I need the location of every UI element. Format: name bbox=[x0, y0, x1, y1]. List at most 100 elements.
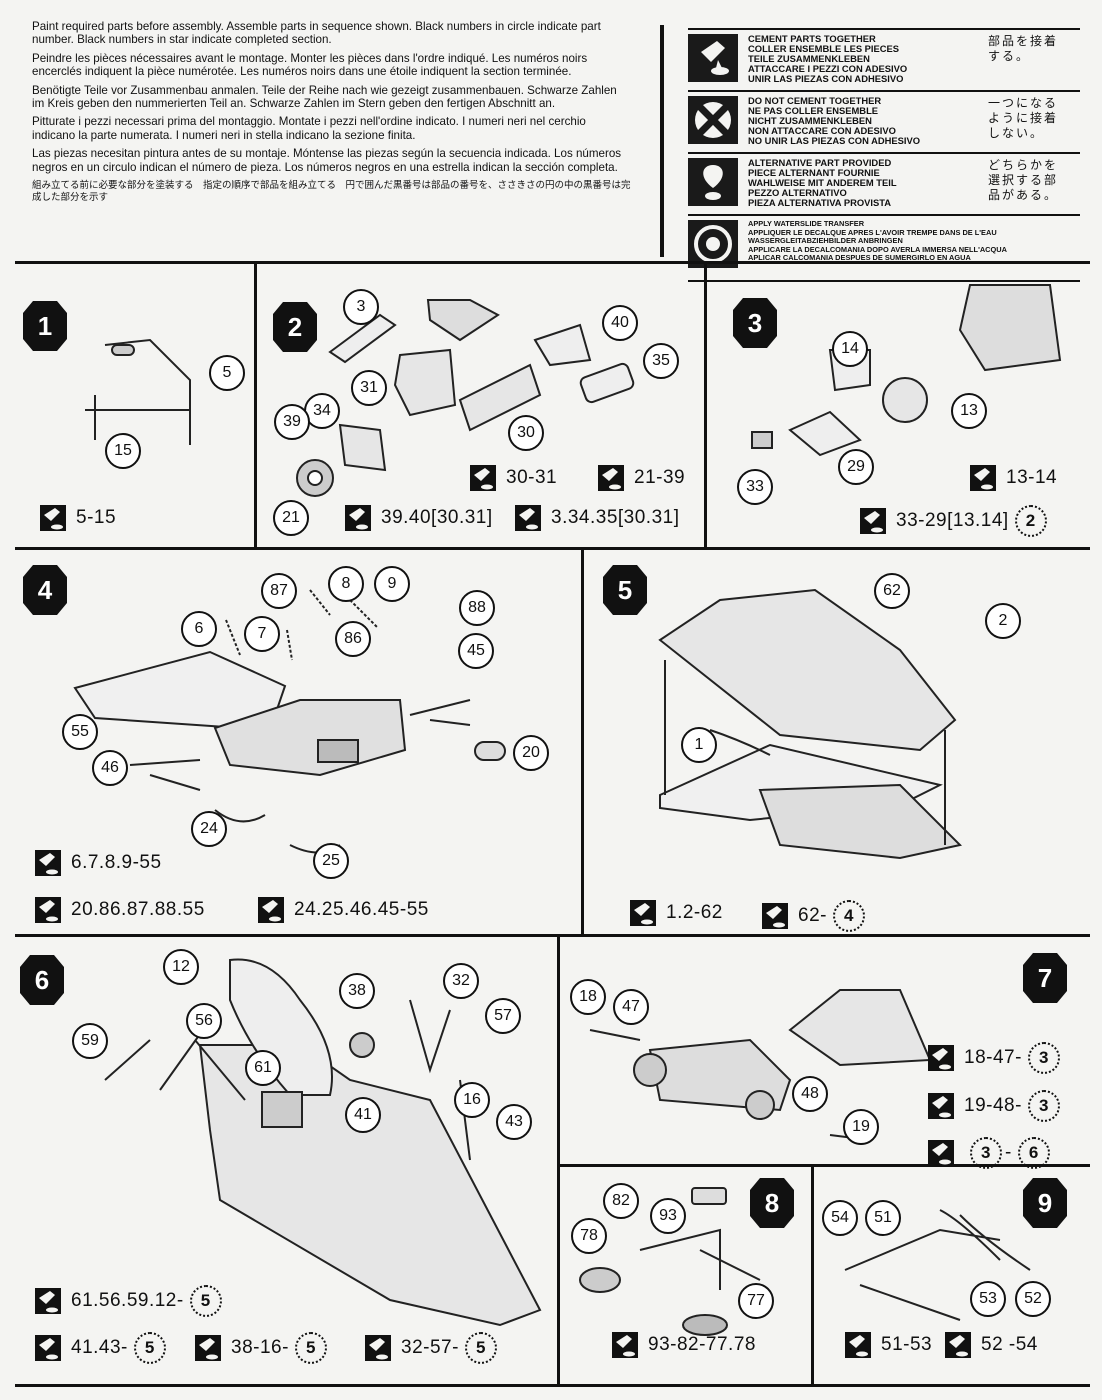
alternative-part-icon bbox=[688, 158, 738, 206]
part-callout: 12 bbox=[163, 949, 199, 985]
part-callout: 56 bbox=[186, 1003, 222, 1039]
step-badge-2: 2 bbox=[273, 302, 317, 352]
legend-text: TEILE ZUSAMMENKLEBEN bbox=[748, 53, 870, 64]
cement-instruction: 61.56.59.12-5 bbox=[35, 1285, 222, 1317]
part-callout: 46 bbox=[92, 750, 128, 786]
cement-label: 32-57- bbox=[401, 1337, 459, 1358]
panel-border bbox=[557, 935, 560, 1385]
step-badge-7: 7 bbox=[1023, 953, 1067, 1003]
part-callout: 45 bbox=[458, 633, 494, 669]
part-callout: 21 bbox=[273, 500, 309, 536]
divider bbox=[660, 25, 664, 257]
part-callout: 5 bbox=[209, 355, 245, 391]
legend-text: PEZZO ALTERNATIVO bbox=[748, 187, 847, 198]
step-badge-4: 4 bbox=[23, 565, 67, 615]
part-callout: 14 bbox=[832, 331, 868, 367]
cement-label: 3.34.35[30.31] bbox=[551, 507, 680, 528]
legend-text: APPLICARE LA DECALCOMANIA DOPO AVERLA IM… bbox=[748, 244, 1007, 254]
part-callout: 82 bbox=[603, 1183, 639, 1219]
instructions-ja: 組み立てる前に必要な部分を塗装する 指定の順序で部品を組み立てる 円で囲んだ黒番… bbox=[32, 180, 631, 204]
cement-instruction: 52 -54 bbox=[945, 1332, 1038, 1358]
cement-icon bbox=[35, 850, 61, 876]
part-callout: 86 bbox=[335, 621, 371, 657]
part-callout: 51 bbox=[865, 1200, 901, 1236]
completed-section-star: 5 bbox=[189, 1285, 222, 1317]
legend-text: NICHT ZUSAMMENKLEBEN bbox=[748, 115, 872, 126]
part-callout: 18 bbox=[570, 979, 606, 1015]
step-badge-8: 8 bbox=[750, 1178, 794, 1228]
completed-section-star: 3 bbox=[1027, 1042, 1060, 1074]
cement-instruction: 1.2-62 bbox=[630, 900, 723, 926]
instructions-de: Benötigte Teile vor Zusammenbau anmalen.… bbox=[32, 83, 617, 111]
part-callout: 20 bbox=[513, 735, 549, 771]
panel-border bbox=[254, 262, 257, 548]
part-callout: 31 bbox=[351, 370, 387, 406]
cement-label: 5-15 bbox=[76, 507, 117, 528]
cement-icon bbox=[195, 1335, 221, 1361]
completed-section-star: 6 bbox=[1017, 1137, 1050, 1169]
cement-icon bbox=[860, 508, 886, 534]
cement-label: 41.43- bbox=[71, 1337, 128, 1358]
legend-ja: どちらかを選択する部品がある。 bbox=[988, 158, 1059, 202]
part-callout: 57 bbox=[485, 998, 521, 1034]
part-callout: 6 bbox=[181, 611, 217, 647]
panel-border bbox=[811, 1165, 814, 1385]
panel-border bbox=[15, 547, 1090, 550]
completed-section-star: 3 bbox=[970, 1137, 1002, 1169]
cement-label: 1.2-62 bbox=[666, 902, 723, 923]
legend-ja: 一つになるように接着しない。 bbox=[988, 96, 1059, 140]
cement-icon bbox=[515, 505, 541, 531]
legend-text: WASSERGLEITABZIEHBILDER ANBRINGEN bbox=[748, 236, 903, 246]
cement-icon bbox=[928, 1093, 954, 1119]
legend-text: PIEZA ALTERNATIVA PROVISTA bbox=[748, 197, 892, 208]
part-callout: 61 bbox=[245, 1050, 281, 1086]
step3-drawing bbox=[751, 284, 1062, 457]
cement-icon bbox=[928, 1140, 954, 1166]
part-callout: 25 bbox=[313, 843, 349, 879]
cement-label: 20.86.87.88.55 bbox=[71, 899, 205, 920]
cement-icon bbox=[945, 1332, 971, 1358]
legend-text: DO NOT CEMENT TOGETHER bbox=[748, 95, 882, 106]
part-callout: 52 bbox=[1015, 1281, 1051, 1317]
cement-icon bbox=[258, 897, 284, 923]
completed-section-star: 5 bbox=[294, 1332, 327, 1364]
cement-icon bbox=[630, 900, 656, 926]
instructions-en: Paint required parts before assembly. As… bbox=[32, 20, 601, 47]
panel-border bbox=[581, 548, 584, 935]
cement-icon bbox=[35, 1288, 61, 1314]
part-callout: 16 bbox=[454, 1082, 490, 1118]
step8-drawing bbox=[579, 1187, 761, 1336]
part-callout: 93 bbox=[650, 1198, 686, 1234]
part-callout: 15 bbox=[105, 433, 141, 469]
cement-label: 24.25.46.45-55 bbox=[294, 899, 429, 920]
cement-label: 51-53 bbox=[881, 1334, 933, 1355]
cement-icon bbox=[365, 1335, 391, 1361]
legend-ja: 部品を接着する。 bbox=[988, 34, 1059, 63]
cement-instruction: 18-47-3 bbox=[928, 1042, 1060, 1074]
legend-text: COLLER ENSEMBLE LES PIECES bbox=[748, 43, 900, 54]
completed-section-star: 3 bbox=[1027, 1090, 1060, 1122]
cement-instruction: 51-53 bbox=[845, 1332, 932, 1358]
legend-text: ATTACCARE I PEZZI CON ADESIVO bbox=[748, 63, 908, 74]
step-badge-6: 6 bbox=[20, 955, 64, 1005]
cement-instruction: 24.25.46.45-55 bbox=[258, 897, 429, 923]
part-callout: 78 bbox=[571, 1218, 607, 1254]
part-callout: 33 bbox=[737, 469, 773, 505]
cement-instruction: 39.40[30.31] bbox=[345, 505, 493, 531]
cement-icon bbox=[612, 1332, 638, 1358]
cement-label: 13-14 bbox=[1006, 467, 1058, 488]
part-callout: 13 bbox=[951, 393, 987, 429]
part-callout: 34 bbox=[304, 393, 340, 429]
cement-instruction: 19-48-3 bbox=[928, 1090, 1060, 1122]
step9-drawing bbox=[844, 1209, 1031, 1321]
step5-drawing bbox=[658, 588, 963, 860]
part-callout: 54 bbox=[822, 1200, 858, 1236]
step-badge-1: 1 bbox=[23, 301, 67, 351]
step6-drawing bbox=[104, 958, 542, 1327]
part-callout: 43 bbox=[496, 1104, 532, 1140]
